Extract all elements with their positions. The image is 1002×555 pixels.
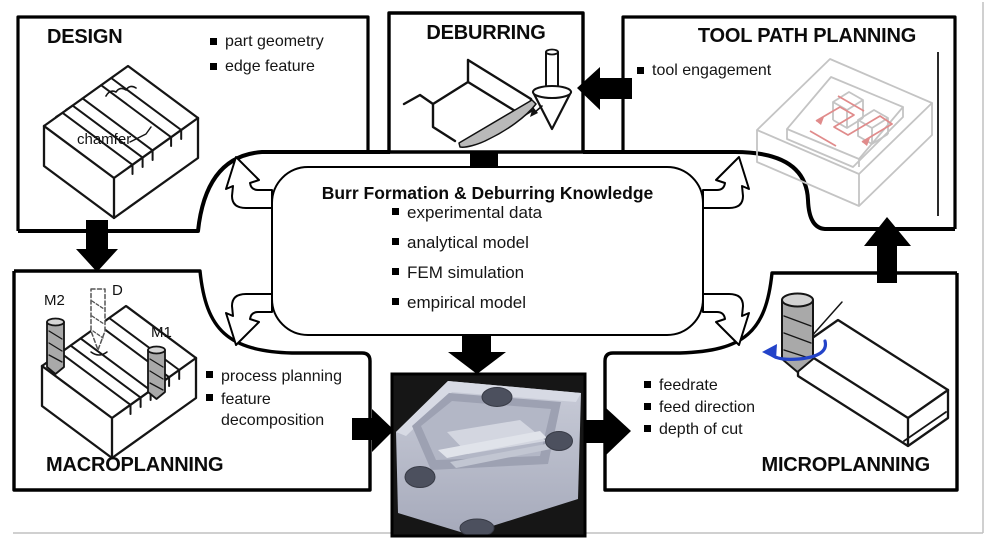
knowledge-bubble-title: Burr Formation & Deburring Knowledge: [321, 183, 654, 203]
list-item: depth of cut: [644, 420, 755, 440]
list-item: edge feature: [210, 58, 324, 76]
microplanning-box-title: MICROPLANNING: [761, 454, 930, 476]
list-item: experimental data: [392, 203, 542, 222]
tool-label-d: D: [112, 282, 123, 299]
end-mill-tool: [781, 292, 814, 373]
chamfer-mark: [105, 85, 137, 97]
photo-border: [390, 372, 587, 538]
tool-path-planning-bullet-list: tool engagement: [637, 62, 771, 87]
ring-top-left-arc: [18, 150, 390, 233]
bullet-text: feedrate: [659, 377, 718, 394]
design-box-title: DESIGN: [47, 26, 123, 48]
bullet-text: feature decomposition: [221, 391, 325, 429]
deburring-box-title: DEBURRING: [426, 22, 546, 44]
bullet-text: empirical model: [407, 293, 527, 312]
design-bullet-list: part geometry edge feature: [210, 33, 324, 83]
knowledge-bullet-list: experimental data analytical model FEM s…: [392, 203, 542, 323]
bullet-square-icon: [206, 371, 213, 378]
microplanning-bullet-list: feedrate feed direction depth of cut: [644, 376, 755, 442]
arrow-knowledge-to-tool-path-planning: [702, 156, 750, 209]
list-item: tool engagement: [637, 62, 771, 80]
machined-part-photo: [390, 372, 587, 538]
bullet-text: edge feature: [225, 58, 315, 75]
list-item: feed direction: [644, 398, 755, 418]
ring-top-right-arc: [583, 150, 955, 231]
deburring-sketch: [402, 48, 573, 148]
photo-content: [393, 375, 584, 535]
arrow-design-to-macroplanning: [76, 220, 118, 272]
bullet-square-icon: [392, 238, 399, 245]
burr-blob: [458, 99, 537, 148]
tool-label-m2: M2: [44, 292, 65, 309]
design-part-sketch: [42, 64, 200, 220]
tool-label-m1: M1: [151, 324, 172, 341]
rotation-arrow: [762, 339, 828, 361]
black-arrows: [76, 67, 911, 455]
list-item: empirical model: [392, 293, 542, 312]
microplanning-sketch: [762, 292, 950, 448]
macroplanning-box-title: MACROPLANNING: [46, 454, 224, 476]
bullet-text: process planning: [221, 368, 342, 385]
arrow-macroplanning-to-photo: [352, 409, 394, 452]
chamfer-annotation: chamfer: [77, 131, 132, 148]
tool-path-planning-box-title: TOOL PATH PLANNING: [697, 25, 917, 47]
bullet-square-icon: [644, 403, 651, 410]
arrow-knowledge-to-photo: [448, 336, 506, 374]
mill-tool-m1: [147, 345, 166, 400]
red-toolpath: [809, 95, 893, 147]
list-item: process planning: [206, 366, 366, 387]
list-item: FEM simulation: [392, 263, 542, 282]
arrow-tool-path-planning-to-deburring: [577, 67, 632, 110]
design-box: [16, 15, 370, 231]
white-arrows: [225, 156, 750, 346]
list-item: part geometry: [210, 33, 324, 51]
bullet-text: feed direction: [659, 399, 756, 416]
arrow-photo-to-microplanning: [585, 408, 631, 455]
mill-tool-m2: [46, 317, 65, 375]
edge-pointer-arrowhead: [530, 107, 538, 117]
arrow-deburring-to-knowledge: [470, 152, 498, 167]
bullet-square-icon: [392, 268, 399, 275]
bullet-text: depth of cut: [659, 421, 743, 438]
deburring-tool-shank: [545, 51, 559, 91]
bullet-text: analytical model: [407, 233, 529, 252]
bullet-text: tool engagement: [652, 62, 772, 79]
bullet-square-icon: [210, 63, 217, 70]
bullet-text: FEM simulation: [407, 263, 525, 282]
arrow-knowledge-to-design: [225, 156, 273, 209]
arrow-microplanning-to-tool-path-planning: [864, 217, 911, 283]
list-item: analytical model: [392, 233, 542, 252]
macroplanning-bullet-list: process planning feature decomposition: [206, 366, 366, 433]
bullet-square-icon: [637, 67, 644, 74]
bullet-text: part geometry: [225, 33, 324, 50]
bullet-square-icon: [644, 425, 651, 432]
bullet-square-icon: [210, 38, 217, 45]
bullet-square-icon: [392, 298, 399, 305]
bullet-square-icon: [392, 208, 399, 215]
macroplanning-part-sketch: [40, 288, 198, 460]
list-item: feature decomposition: [206, 389, 366, 431]
chamfer-leader-line: [129, 126, 152, 143]
list-item: feedrate: [644, 376, 755, 396]
bullet-square-icon: [644, 381, 651, 388]
arrow-knowledge-to-microplanning: [702, 293, 750, 346]
bullet-text: experimental data: [407, 203, 543, 222]
arrow-knowledge-to-macroplanning: [225, 293, 273, 346]
bullet-square-icon: [206, 394, 213, 401]
